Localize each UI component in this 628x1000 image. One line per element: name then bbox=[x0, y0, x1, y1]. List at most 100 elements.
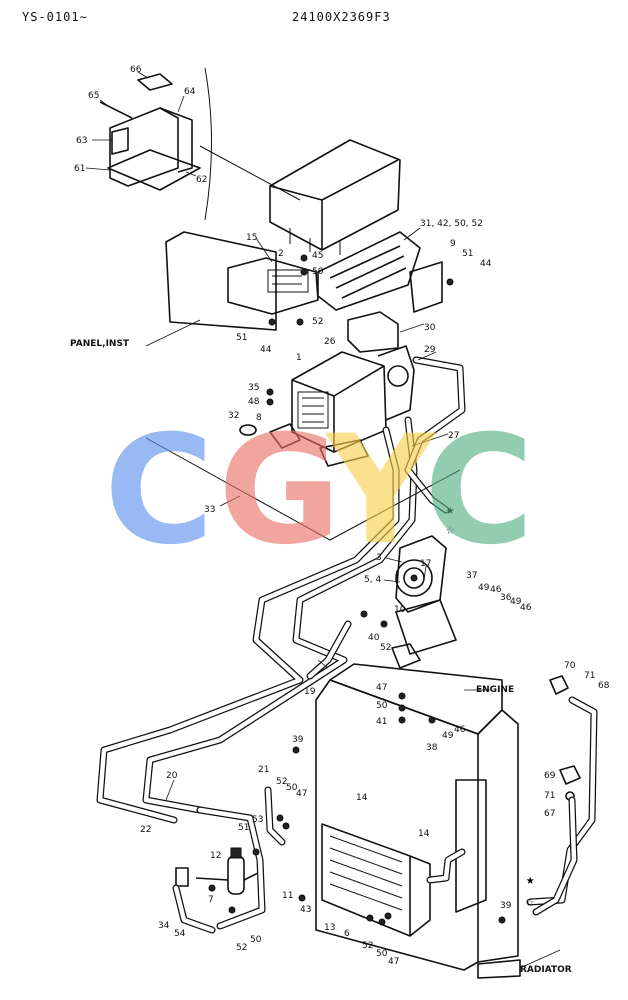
callout: 51 bbox=[462, 249, 473, 259]
callout: 41 bbox=[376, 717, 387, 727]
callout: 71 bbox=[584, 671, 595, 681]
callout: 27 bbox=[448, 431, 459, 441]
baseline-33 bbox=[145, 437, 461, 541]
callout: 50 bbox=[312, 267, 324, 277]
callout: 46 bbox=[490, 585, 502, 595]
callout: 47 bbox=[296, 789, 307, 799]
callout: 26 bbox=[324, 337, 336, 347]
callout: 52 bbox=[276, 777, 287, 787]
callout: 10 bbox=[394, 605, 406, 615]
callout: 40 bbox=[368, 633, 380, 643]
callout: 37 bbox=[466, 571, 477, 581]
pressure-switches bbox=[549, 675, 581, 801]
drawing-code: YS-0101∼ bbox=[22, 10, 88, 24]
callout: 44 bbox=[260, 345, 272, 355]
callout: 50 bbox=[250, 935, 262, 945]
callout: 69 bbox=[544, 771, 556, 781]
callout: 2 bbox=[278, 249, 284, 259]
refrigerant-hoses bbox=[96, 356, 598, 934]
callout: 49 bbox=[478, 583, 490, 593]
callout: 46 bbox=[454, 725, 466, 735]
callout: 29 bbox=[424, 345, 436, 355]
callout: 32 bbox=[228, 411, 239, 421]
connection-markers: ★ ☆ ★ ☆ bbox=[446, 502, 535, 910]
callout: 21 bbox=[258, 765, 269, 775]
watermark-letter: C bbox=[424, 404, 534, 578]
callout: 38 bbox=[426, 743, 438, 753]
callout: 66 bbox=[130, 65, 142, 75]
callout: 34 bbox=[158, 921, 170, 931]
callout: 50 bbox=[376, 949, 388, 959]
callout: 33 bbox=[204, 505, 215, 515]
callout: 36 bbox=[500, 593, 512, 603]
callout: 52 bbox=[362, 941, 373, 951]
instrument-panel bbox=[165, 231, 443, 353]
star-outline-icon: ☆ bbox=[446, 522, 455, 538]
star-filled-icon: ★ bbox=[526, 872, 535, 888]
callout: 39 bbox=[500, 901, 512, 911]
callout: 13 bbox=[324, 923, 335, 933]
callout: 20 bbox=[166, 771, 178, 781]
callout: 54 bbox=[174, 929, 186, 939]
callout: 30 bbox=[424, 323, 436, 333]
callout: 9 bbox=[450, 239, 456, 249]
callout: 70 bbox=[564, 661, 576, 671]
callout: 1 bbox=[296, 353, 302, 363]
callout: 19 bbox=[304, 687, 316, 697]
callout: 52 bbox=[380, 643, 391, 653]
watermark: C G Y C bbox=[104, 404, 534, 578]
callout-labels: 66 65 64 63 61 62 31, 42, 50, 52 9 51 44… bbox=[70, 65, 610, 975]
callout: 53 bbox=[252, 815, 263, 825]
watermark-letter: Y bbox=[324, 404, 437, 578]
callout: 61 bbox=[74, 164, 85, 174]
callout: 47 bbox=[376, 683, 387, 693]
callout: 35 bbox=[248, 383, 259, 393]
callout: 67 bbox=[544, 809, 555, 819]
part-number: 24100X2369F3 bbox=[292, 10, 391, 24]
callout: 50 bbox=[376, 701, 388, 711]
watermark-letter: G bbox=[218, 404, 341, 578]
section-label-radiator: RADIATOR bbox=[520, 965, 572, 975]
callout: 45 bbox=[312, 251, 323, 261]
callout: 49 bbox=[442, 731, 454, 741]
callout: 31, 42, 50, 52 bbox=[420, 219, 483, 229]
callout: 51 bbox=[236, 333, 247, 343]
callout: 46 bbox=[520, 603, 532, 613]
callout: 43 bbox=[300, 905, 311, 915]
callout: 52 bbox=[312, 317, 323, 327]
callout: 15 bbox=[246, 233, 257, 243]
callout: 50 bbox=[286, 783, 298, 793]
radiator-condenser bbox=[315, 663, 521, 979]
leader-lines bbox=[85, 71, 561, 969]
callout: 12 bbox=[210, 851, 221, 861]
callout: 11 bbox=[282, 891, 293, 901]
callout: 14 bbox=[356, 793, 368, 803]
callout: 3 bbox=[376, 553, 382, 563]
callout: 49 bbox=[510, 597, 522, 607]
callout: 47 bbox=[388, 957, 399, 967]
callout: 48 bbox=[248, 397, 260, 407]
callout: 65 bbox=[88, 91, 99, 101]
callout: 22 bbox=[140, 825, 151, 835]
callout: 51 bbox=[238, 823, 249, 833]
star-filled-icon: ★ bbox=[446, 502, 455, 518]
callout: 52 bbox=[236, 943, 247, 953]
callout: 44 bbox=[480, 259, 492, 269]
callout: 8 bbox=[256, 413, 262, 423]
receiver-drier bbox=[175, 847, 261, 895]
callout: 68 bbox=[598, 681, 610, 691]
callout: 17 bbox=[420, 559, 431, 569]
inset-cover-assembly bbox=[99, 67, 301, 221]
callout: 71 bbox=[544, 791, 555, 801]
watermark-letter: C bbox=[104, 404, 214, 578]
fasteners bbox=[208, 254, 506, 926]
star-outline-icon: ☆ bbox=[526, 894, 535, 910]
section-label-engine: ENGINE bbox=[476, 685, 514, 695]
callout: 39 bbox=[292, 735, 304, 745]
callout: 64 bbox=[184, 87, 196, 97]
callout: 6 bbox=[344, 929, 350, 939]
callout: 7 bbox=[208, 895, 214, 905]
callout: 5, 4 bbox=[364, 575, 381, 585]
callout: 62 bbox=[196, 175, 207, 185]
